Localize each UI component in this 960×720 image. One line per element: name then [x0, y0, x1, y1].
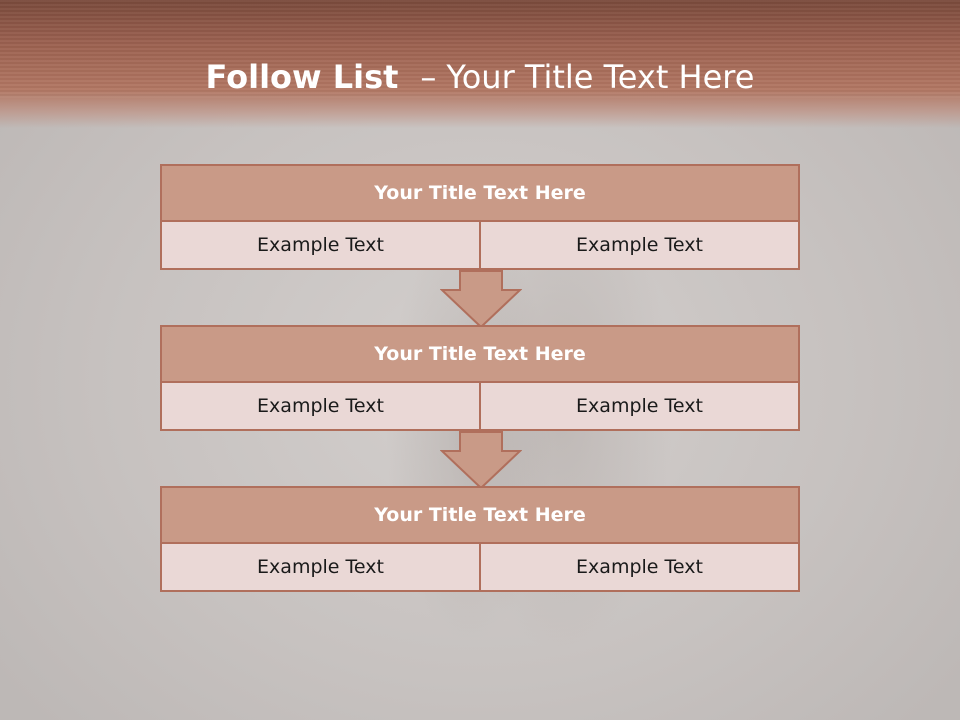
block-row: Example Text Example Text — [162, 544, 798, 590]
block-title: Your Title Text Here — [162, 488, 798, 544]
down-arrow-icon — [440, 431, 522, 489]
slide-title-dash: – — [420, 58, 437, 96]
block-cell-right: Example Text — [479, 544, 798, 590]
block-title: Your Title Text Here — [162, 166, 798, 222]
block-row: Example Text Example Text — [162, 222, 798, 268]
slide-title-rest: Your Title Text Here — [446, 58, 755, 96]
block-cell-right: Example Text — [479, 222, 798, 268]
block-title: Your Title Text Here — [162, 327, 798, 383]
block-cell-left: Example Text — [162, 383, 479, 429]
header-bar — [0, 0, 960, 128]
down-arrow-icon — [440, 270, 522, 328]
block-cell-left: Example Text — [162, 222, 479, 268]
slide-title-bold: Follow List — [205, 58, 399, 96]
list-block-1: Your Title Text Here Example Text Exampl… — [160, 164, 800, 270]
slide-title: Follow List – Your Title Text Here — [0, 55, 960, 99]
list-block-3: Your Title Text Here Example Text Exampl… — [160, 486, 800, 592]
header-texture — [0, 0, 960, 98]
block-row: Example Text Example Text — [162, 383, 798, 429]
list-block-2: Your Title Text Here Example Text Exampl… — [160, 325, 800, 431]
block-cell-right: Example Text — [479, 383, 798, 429]
block-cell-left: Example Text — [162, 544, 479, 590]
